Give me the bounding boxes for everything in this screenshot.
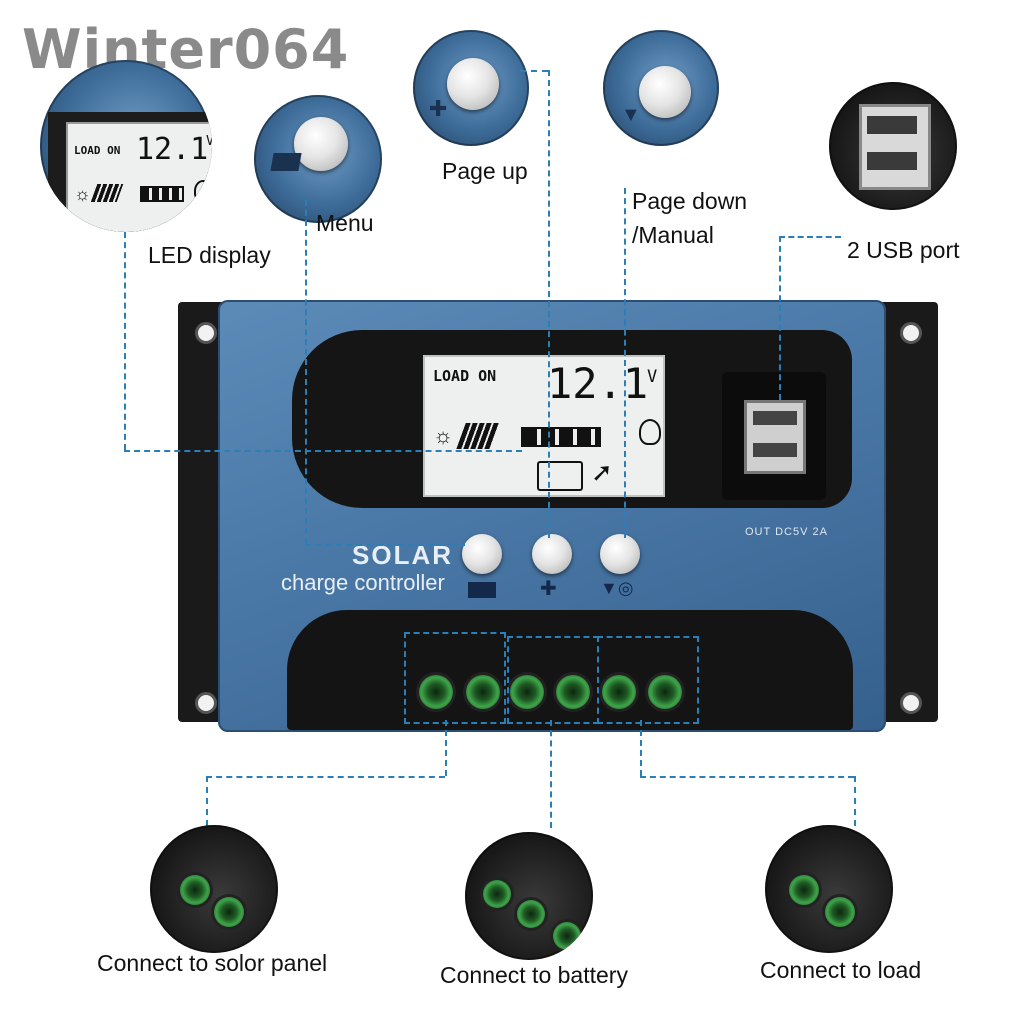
battery-bars-icon xyxy=(140,186,184,202)
mount-hole-icon xyxy=(195,322,217,344)
plus-arrow-icon: ✚ xyxy=(540,578,557,600)
leader-usb xyxy=(779,236,781,400)
page-down-detail-circle: ▼ xyxy=(603,30,719,146)
menu-button[interactable] xyxy=(462,534,502,574)
usb-port-detail-circle xyxy=(829,82,957,210)
leader-solar-panel xyxy=(206,776,208,826)
solar-negative-terminal[interactable] xyxy=(466,675,500,709)
leader-led-display xyxy=(124,232,126,450)
solar-panel-terminal-detail-circle xyxy=(150,825,278,953)
leader-page-up xyxy=(548,70,550,538)
load-negative-terminal[interactable] xyxy=(648,675,682,709)
label-manual: /Manual xyxy=(632,222,714,248)
lcd-unit: V xyxy=(647,367,658,387)
usb-port[interactable] xyxy=(744,400,806,474)
solar-positive-terminal[interactable] xyxy=(419,675,453,709)
detail-lcd-reading: 12.1 xyxy=(136,132,209,167)
usb-output-label: OUT DC5V 2A xyxy=(745,526,828,538)
mount-hole-icon xyxy=(900,322,922,344)
leader-menu xyxy=(305,200,307,544)
battery-bars-icon xyxy=(521,427,601,447)
leader-solar-panel xyxy=(445,720,447,776)
label-battery: Connect to battery xyxy=(440,962,628,988)
lcd-reading: 12.1 xyxy=(547,359,649,408)
label-usb-port: 2 USB port xyxy=(847,237,960,263)
label-led-display: LED display xyxy=(148,242,271,268)
watermark: Winter064 xyxy=(22,18,350,81)
mounting-flange-right xyxy=(878,302,938,722)
leader-page-down xyxy=(624,188,626,538)
label-load: Connect to load xyxy=(760,957,922,983)
detail-lcd-status: LOAD ON xyxy=(74,144,121,157)
leader-usb xyxy=(779,236,841,238)
brand-subtitle: charge controller xyxy=(281,570,445,595)
leader-solar-panel xyxy=(206,776,445,778)
load-terminal-group-outline xyxy=(597,636,699,724)
bulb-icon xyxy=(194,180,212,202)
sun-icon: ☼ xyxy=(74,184,91,204)
leader-page-up xyxy=(520,70,548,72)
leader-battery xyxy=(550,720,552,828)
battery-positive-terminal[interactable] xyxy=(510,675,544,709)
bulb-icon xyxy=(639,419,661,445)
leader-menu xyxy=(305,544,465,546)
label-page-down: Page down xyxy=(632,188,748,214)
menu-icon xyxy=(270,153,302,171)
label-solar-panel: Connect to solor panel xyxy=(97,950,328,976)
label-menu: Menu xyxy=(316,210,374,236)
battery-face-icon xyxy=(537,461,583,491)
leader-led-display xyxy=(124,450,522,452)
leader-load xyxy=(640,720,642,776)
menu-icon xyxy=(468,582,496,598)
solar-panel-icon xyxy=(90,184,124,202)
battery-terminal-detail-circle xyxy=(465,832,593,960)
down-arrow-bulb-icon: ▼ xyxy=(621,104,641,126)
menu-detail-circle xyxy=(254,95,382,223)
led-display-detail-circle: LOAD ON 12.1 V ☼ xyxy=(40,60,212,232)
page-up-detail-circle: ✚ xyxy=(413,30,529,146)
detail-lcd-unit: V xyxy=(206,134,212,149)
solar-terminal-group-outline xyxy=(404,632,506,724)
terminal-block xyxy=(287,610,853,730)
leader-load xyxy=(640,776,854,778)
mount-hole-icon xyxy=(900,692,922,714)
solar-panel-icon xyxy=(456,423,500,449)
load-positive-terminal[interactable] xyxy=(602,675,636,709)
down-arrow-bulb-icon: ▼◎ xyxy=(600,578,634,598)
plus-arrow-icon: ✚ xyxy=(429,96,448,121)
sun-icon: ☼ xyxy=(433,423,454,448)
battery-negative-terminal[interactable] xyxy=(556,675,590,709)
load-arrow-icon: ➚ xyxy=(591,457,613,487)
leader-load xyxy=(854,776,856,826)
load-terminal-detail-circle xyxy=(765,825,893,953)
mount-hole-icon xyxy=(195,692,217,714)
lcd-status: LOAD ON xyxy=(433,367,497,385)
main-lcd-screen: LOAD ON 12.1 V ☼ ➚ xyxy=(423,355,665,497)
label-page-up: Page up xyxy=(442,158,528,184)
page-down-button[interactable] xyxy=(600,534,640,574)
page-up-button[interactable] xyxy=(532,534,572,574)
battery-terminal-group-outline xyxy=(507,636,599,724)
